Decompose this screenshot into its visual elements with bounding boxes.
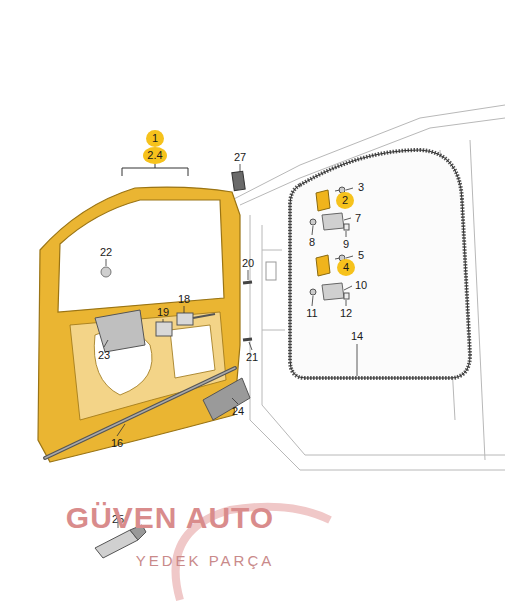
callout-number: 12 [340, 308, 352, 319]
callout-number: 10 [355, 280, 367, 291]
callout-highlight: 1 [146, 130, 164, 147]
callout-number: 16 [111, 438, 123, 449]
watermark-text: YEDEK PARÇA [136, 553, 275, 568]
rod [193, 314, 215, 318]
bracket [122, 164, 188, 176]
seal-strip [45, 368, 235, 458]
bolt [243, 282, 252, 283]
pad [232, 171, 245, 190]
foil-pad [203, 378, 250, 420]
callout-number: 2 [342, 195, 348, 206]
callout-number: 14 [351, 331, 363, 342]
sealant-tube [95, 530, 138, 558]
callout-number: 7 [355, 213, 361, 224]
panel-opening [170, 325, 215, 378]
callout-highlight: 2 [336, 192, 354, 209]
callout-highlight: 4 [337, 259, 355, 276]
callout-number: 5 [358, 250, 364, 261]
body-side [232, 105, 505, 470]
striker-plate [266, 262, 276, 280]
callout-number: 20 [242, 258, 254, 269]
callout-number: 19 [157, 307, 169, 318]
hinges [310, 187, 349, 300]
window-opening [58, 200, 224, 312]
sound-pad [95, 310, 145, 352]
plug [101, 267, 111, 277]
callout-number: 9 [343, 239, 349, 250]
seal-strip [45, 368, 235, 458]
callout-number: 27 [234, 152, 246, 163]
watermark-text: GÜVEN AUTO [66, 503, 274, 533]
callout-number: 11 [306, 308, 317, 319]
lock-part [177, 313, 193, 325]
callout-number: 2.4 [147, 150, 162, 161]
door-seal [290, 150, 470, 378]
callout-number: 22 [100, 247, 112, 258]
inner-panel [70, 312, 226, 420]
door-seal-edge [290, 150, 470, 378]
callout-highlight: 2.4 [143, 147, 166, 164]
callout-number: 18 [178, 294, 190, 305]
callout-number: 4 [343, 262, 349, 273]
lock-part [156, 322, 172, 336]
callout-number: 24 [232, 406, 244, 417]
leader-lines [104, 164, 357, 528]
door-shell [38, 187, 240, 462]
callout-number: 21 [246, 352, 258, 363]
callout-number: 8 [309, 237, 315, 248]
callout-number: 3 [358, 182, 364, 193]
callout-number: 23 [98, 350, 110, 361]
callout-number: 1 [152, 133, 158, 144]
bolt [243, 339, 252, 340]
